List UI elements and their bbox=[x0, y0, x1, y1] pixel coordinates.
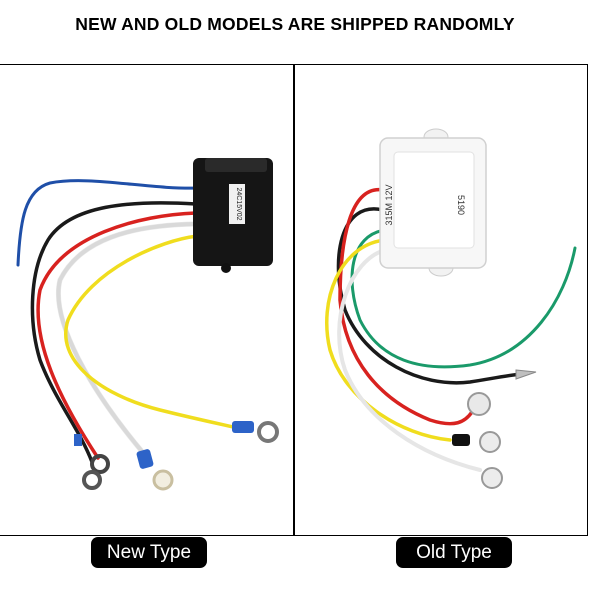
new-white-wire-outline bbox=[56, 221, 199, 458]
old-box-label-left: 315M 12V bbox=[384, 184, 394, 225]
new-blue-wire bbox=[16, 179, 202, 267]
old-type-module: 315M 12V 5190 bbox=[325, 128, 577, 489]
new-yellow-wire bbox=[64, 234, 240, 430]
new-box-sticker bbox=[229, 184, 245, 224]
new-type-module: 24C15V02 bbox=[16, 158, 279, 491]
new-box-led bbox=[221, 263, 231, 273]
old-black-terminal bbox=[515, 369, 537, 380]
new-ring-white bbox=[152, 469, 174, 491]
new-white-crimp bbox=[136, 449, 154, 469]
new-box-label: 24C15V02 bbox=[235, 187, 242, 220]
panel-divider bbox=[293, 64, 295, 536]
old-yellow-crimp bbox=[452, 434, 470, 446]
new-blue-crimp bbox=[74, 434, 82, 446]
old-red-wire bbox=[338, 188, 474, 426]
old-ring-red bbox=[467, 392, 491, 416]
new-box-top bbox=[205, 158, 267, 172]
old-ring-yellow bbox=[479, 431, 501, 453]
new-type-caption: New Type bbox=[91, 537, 207, 568]
old-green-wire bbox=[350, 228, 577, 369]
headline: NEW AND OLD MODELS ARE SHIPPED RANDOMLY bbox=[75, 14, 515, 34]
new-white-wire bbox=[56, 222, 198, 457]
old-box-label-right: 5190 bbox=[456, 195, 466, 215]
new-ring-yellow bbox=[257, 421, 279, 443]
new-yellow-crimp bbox=[232, 421, 254, 433]
new-red-wire bbox=[36, 211, 198, 460]
new-ring-grey bbox=[82, 470, 102, 490]
old-white-wire bbox=[337, 248, 482, 472]
old-yellow-wire bbox=[325, 238, 452, 442]
old-type-caption: Old Type bbox=[396, 537, 512, 568]
old-box-panel bbox=[393, 151, 475, 249]
old-ring-white bbox=[481, 467, 503, 489]
new-black-wire bbox=[30, 201, 198, 464]
new-ring-black bbox=[90, 454, 110, 474]
